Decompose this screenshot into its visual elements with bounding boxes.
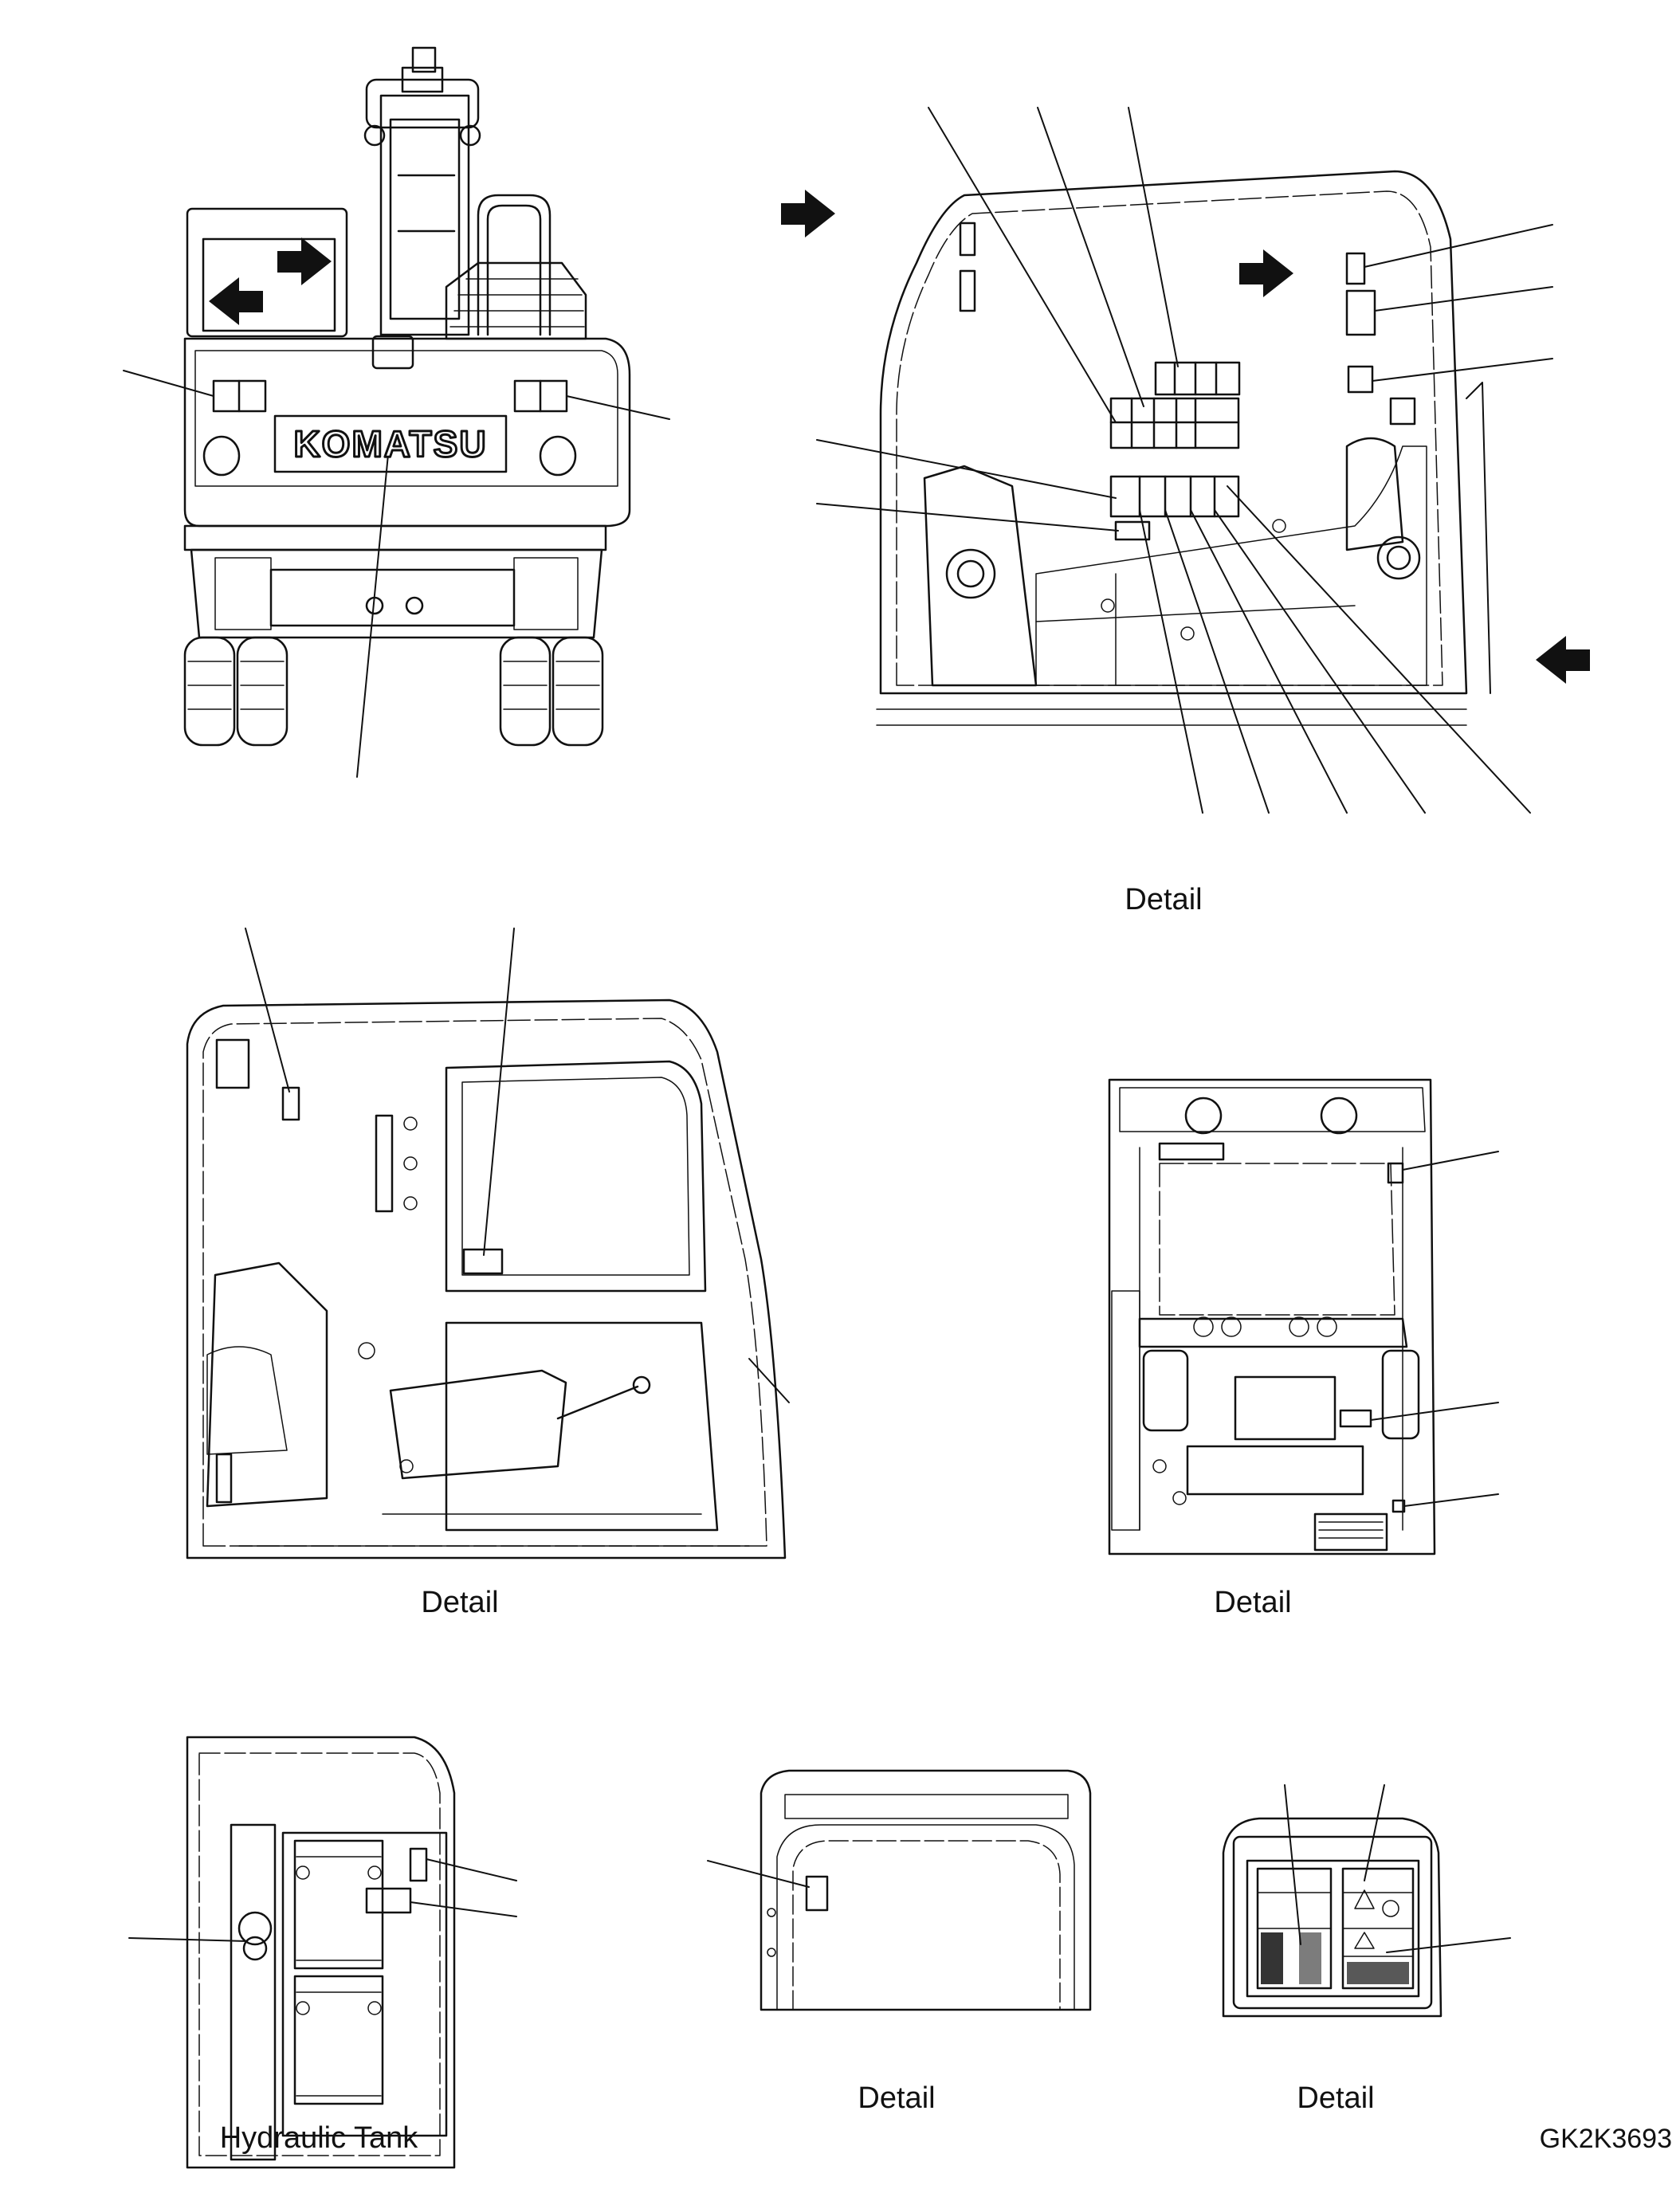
rear-cab-detail (1108, 1078, 1499, 1556)
rear-cab-detail-caption: Detail (1214, 1586, 1292, 1619)
cab-right-detail-caption: Detail (1125, 883, 1203, 916)
hydraulic-tank-view (128, 1736, 517, 2169)
panel-detail-caption: Detail (1297, 2081, 1375, 2115)
cab-right-detail (781, 107, 1590, 814)
cover-detail (707, 1769, 1092, 2011)
cover-detail-caption: Detail (858, 2081, 936, 2115)
cab-left-detail (186, 928, 790, 1559)
panel-detail (1222, 1784, 1511, 2018)
brand-mark: KOMATSU (293, 423, 487, 465)
machine-rear-view (123, 46, 670, 778)
cab-left-detail-caption: Detail (421, 1586, 499, 1619)
hydraulic-tank-caption: Hydraulic Tank (219, 2121, 418, 2155)
drawing-code: GK2K3693 (1539, 2124, 1672, 2154)
